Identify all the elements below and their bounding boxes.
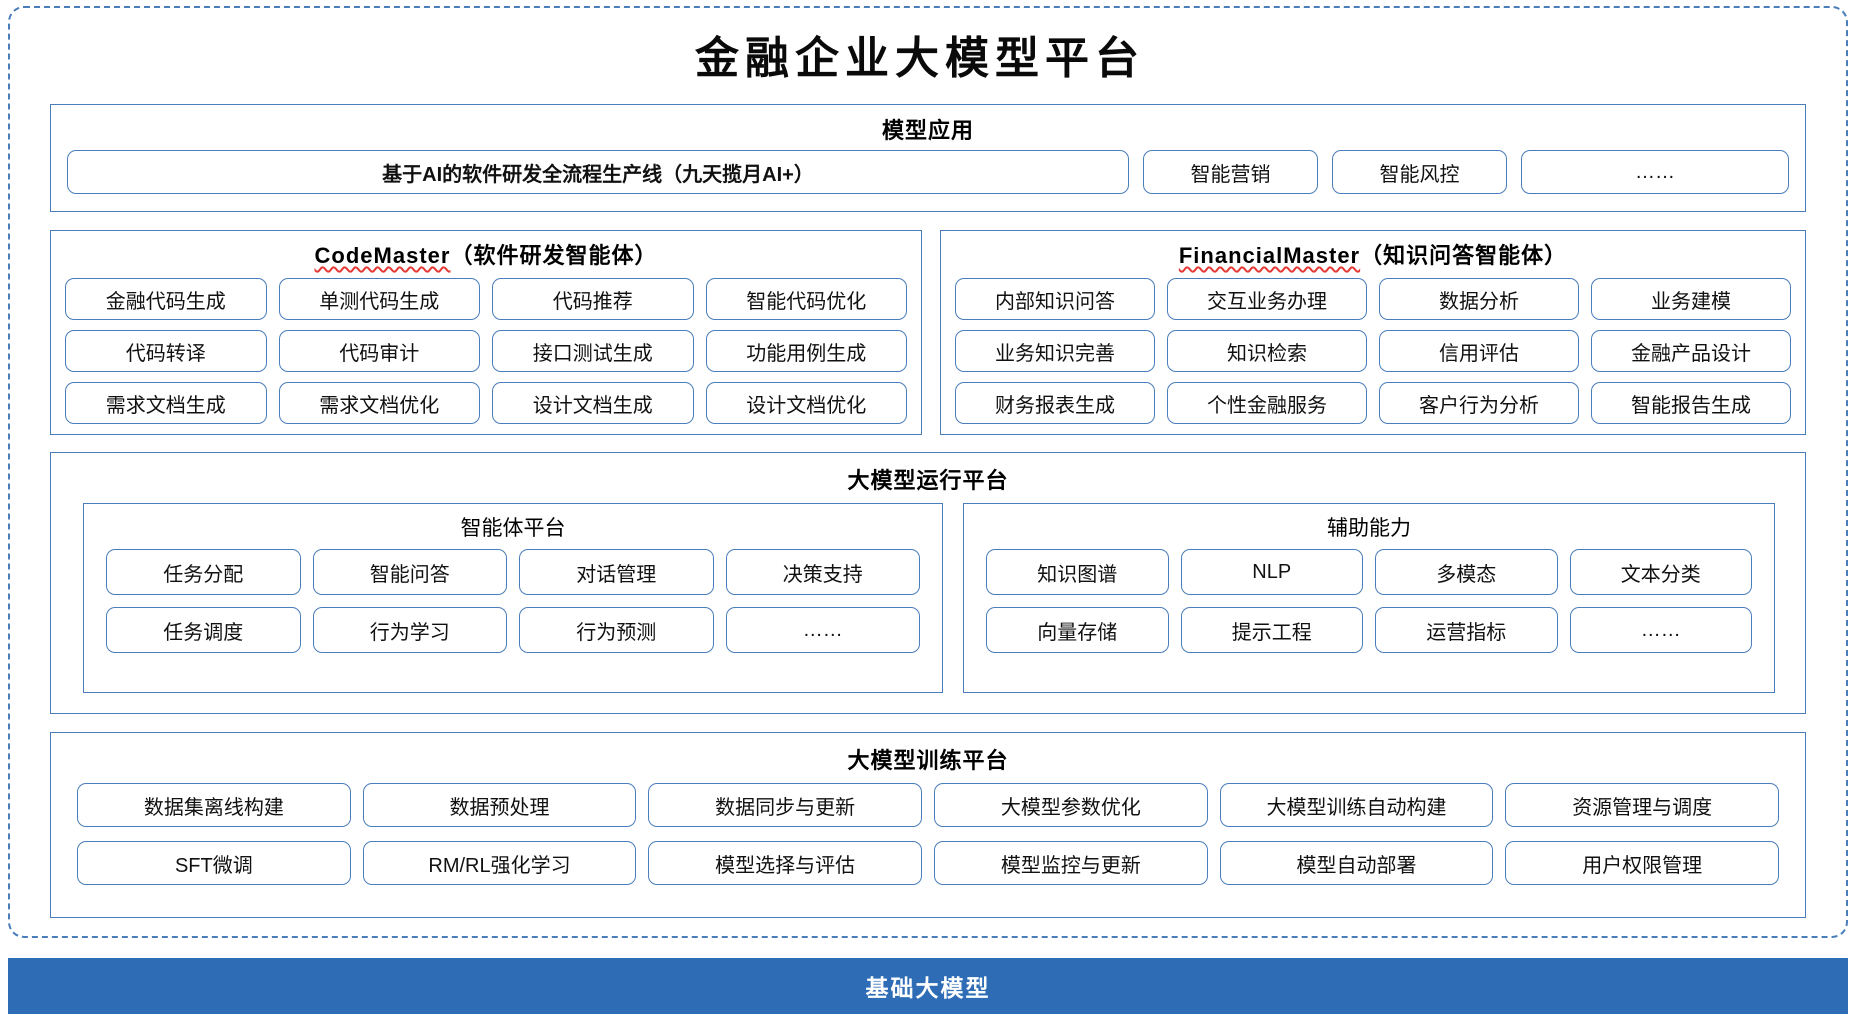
- codemaster-chip[interactable]: 代码推荐: [492, 278, 694, 320]
- auxiliary-ability-chip[interactable]: 多模态: [1375, 549, 1558, 595]
- financialmaster-chip[interactable]: 信用评估: [1379, 330, 1579, 372]
- training-platform-chip[interactable]: SFT微调: [77, 841, 351, 885]
- financialmaster-chip[interactable]: 业务建模: [1591, 278, 1791, 320]
- training-platform-row: 数据集离线构建 数据预处理 数据同步与更新 大模型参数优化 大模型训练自动构建 …: [77, 783, 1780, 827]
- codemaster-chip[interactable]: 金融代码生成: [65, 278, 267, 320]
- financialmaster-chip[interactable]: 个性金融服务: [1167, 382, 1367, 424]
- auxiliary-ability-row: 向量存储 提示工程 运营指标 ……: [986, 607, 1752, 653]
- agent-platform-chip[interactable]: 任务分配: [106, 549, 301, 595]
- financialmaster-title: FinancialMaster（知识问答智能体）: [941, 238, 1805, 270]
- codemaster-chip[interactable]: 功能用例生成: [705, 330, 907, 372]
- financialmaster-chip[interactable]: 交互业务办理: [1167, 278, 1367, 320]
- training-platform-title: 大模型训练平台: [847, 748, 1009, 773]
- agent-platform-row: 任务调度 行为学习 行为预测 ……: [106, 607, 920, 653]
- agent-platform-chip[interactable]: 行为预测: [519, 607, 714, 653]
- financialmaster-chip[interactable]: 客户行为分析: [1379, 382, 1579, 424]
- model-application-title: 模型应用: [881, 118, 974, 143]
- financialmaster-name: FinancialMaster: [1178, 243, 1361, 268]
- financialmaster-chip[interactable]: 智能报告生成: [1591, 382, 1791, 424]
- financialmaster-chip[interactable]: 数据分析: [1379, 278, 1579, 320]
- training-platform-chip[interactable]: 模型选择与评估: [648, 841, 923, 885]
- codemaster-chip[interactable]: 智能代码优化: [705, 278, 907, 320]
- auxiliary-ability-subpanel: 辅助能力 知识图谱 NLP 多模态 文本分类 向量存储 提示工程 运营指标 ……: [963, 503, 1775, 693]
- financialmaster-chip[interactable]: 业务知识完善: [955, 330, 1155, 372]
- training-platform-chip[interactable]: 数据集离线构建: [77, 783, 351, 827]
- agent-platform-row: 任务分配 智能问答 对话管理 决策支持: [106, 549, 920, 595]
- auxiliary-ability-chip[interactable]: 知识图谱: [986, 549, 1169, 595]
- codemaster-row: 需求文档生成 需求文档优化 设计文档生成 设计文档优化: [65, 382, 907, 424]
- codemaster-chip[interactable]: 代码转译: [65, 330, 267, 372]
- agent-platform-chip[interactable]: 决策支持: [725, 549, 920, 595]
- codemaster-chip[interactable]: 设计文档优化: [705, 382, 907, 424]
- training-platform-chip[interactable]: 大模型训练自动构建: [1219, 783, 1494, 827]
- base-model-label: 基础大模型: [865, 975, 991, 1001]
- training-platform-chip[interactable]: RM/RL强化学习: [362, 841, 637, 885]
- codemaster-chip[interactable]: 单测代码生成: [278, 278, 480, 320]
- financialmaster-chip[interactable]: 内部知识问答: [955, 278, 1155, 320]
- codemaster-chip[interactable]: 需求文档优化: [278, 382, 480, 424]
- financialmaster-row: 业务知识完善 知识检索 信用评估 金融产品设计: [955, 330, 1791, 372]
- app-item-chip[interactable]: ……: [1521, 150, 1789, 194]
- auxiliary-ability-chip[interactable]: 提示工程: [1180, 607, 1363, 653]
- auxiliary-ability-row: 知识图谱 NLP 多模态 文本分类: [986, 549, 1752, 595]
- financialmaster-row: 财务报表生成 个性金融服务 客户行为分析 智能报告生成: [955, 382, 1791, 424]
- auxiliary-ability-chip[interactable]: 文本分类: [1569, 549, 1752, 595]
- codemaster-row: 代码转译 代码审计 接口测试生成 功能用例生成: [65, 330, 907, 372]
- financialmaster-chip[interactable]: 知识检索: [1167, 330, 1367, 372]
- auxiliary-ability-chip[interactable]: ……: [1569, 607, 1752, 653]
- codemaster-row: 金融代码生成 单测代码生成 代码推荐 智能代码优化: [65, 278, 907, 320]
- agent-platform-chip[interactable]: 智能问答: [312, 549, 507, 595]
- training-platform-row: SFT微调 RM/RL强化学习 模型选择与评估 模型监控与更新 模型自动部署 用…: [77, 841, 1780, 885]
- auxiliary-ability-title: 辅助能力: [1327, 517, 1411, 540]
- app-flagship-chip[interactable]: 基于AI的软件研发全流程生产线（九天揽月AI+）: [67, 150, 1129, 194]
- training-platform-chip[interactable]: 大模型参数优化: [934, 783, 1208, 827]
- codemaster-chip[interactable]: 接口测试生成: [492, 330, 694, 372]
- model-application-panel: 模型应用 基于AI的软件研发全流程生产线（九天揽月AI+） 智能营销 智能风控 …: [50, 104, 1806, 212]
- codemaster-chip[interactable]: 设计文档生成: [492, 382, 694, 424]
- agent-platform-chip[interactable]: 对话管理: [519, 549, 714, 595]
- codemaster-suffix: （软件研发智能体）: [450, 243, 658, 268]
- auxiliary-ability-chip[interactable]: NLP: [1180, 549, 1363, 595]
- training-platform-chip[interactable]: 用户权限管理: [1505, 841, 1780, 885]
- auxiliary-ability-chip[interactable]: 运营指标: [1375, 607, 1558, 653]
- agent-platform-title: 智能体平台: [460, 517, 566, 540]
- agent-platform-chip[interactable]: 任务调度: [106, 607, 301, 653]
- codemaster-title: CodeMaster（软件研发智能体）: [51, 238, 921, 270]
- runtime-platform-panel: 大模型运行平台 智能体平台 任务分配 智能问答 对话管理 决策支持 任务调度 行…: [50, 452, 1806, 714]
- financialmaster-suffix: （知识问答智能体）: [1360, 243, 1568, 268]
- app-item-chip[interactable]: 智能风控: [1332, 150, 1507, 194]
- codemaster-panel: CodeMaster（软件研发智能体） 金融代码生成 单测代码生成 代码推荐 智…: [50, 230, 922, 435]
- financialmaster-panel: FinancialMaster（知识问答智能体） 内部知识问答 交互业务办理 数…: [940, 230, 1806, 435]
- agent-platform-subpanel: 智能体平台 任务分配 智能问答 对话管理 决策支持 任务调度 行为学习 行为预测…: [83, 503, 943, 693]
- training-platform-chip[interactable]: 模型监控与更新: [934, 841, 1208, 885]
- financialmaster-chip[interactable]: 财务报表生成: [955, 382, 1155, 424]
- financialmaster-row: 内部知识问答 交互业务办理 数据分析 业务建模: [955, 278, 1791, 320]
- app-item-chip[interactable]: 智能营销: [1143, 150, 1318, 194]
- training-platform-panel: 大模型训练平台 数据集离线构建 数据预处理 数据同步与更新 大模型参数优化 大模…: [50, 732, 1806, 918]
- codemaster-name: CodeMaster: [314, 243, 451, 268]
- codemaster-chip[interactable]: 需求文档生成: [65, 382, 267, 424]
- page-title: 金融企业大模型平台: [695, 33, 1145, 84]
- agent-platform-chip[interactable]: 行为学习: [312, 607, 507, 653]
- agent-platform-chip[interactable]: ……: [725, 607, 920, 653]
- auxiliary-ability-chip[interactable]: 向量存储: [986, 607, 1169, 653]
- runtime-platform-title: 大模型运行平台: [847, 468, 1009, 493]
- base-model-bar: 基础大模型: [8, 958, 1848, 1014]
- training-platform-chip[interactable]: 模型自动部署: [1219, 841, 1494, 885]
- training-platform-chip[interactable]: 数据同步与更新: [648, 783, 923, 827]
- training-platform-chip[interactable]: 数据预处理: [362, 783, 637, 827]
- codemaster-chip[interactable]: 代码审计: [278, 330, 480, 372]
- training-platform-chip[interactable]: 资源管理与调度: [1505, 783, 1780, 827]
- financialmaster-chip[interactable]: 金融产品设计: [1591, 330, 1791, 372]
